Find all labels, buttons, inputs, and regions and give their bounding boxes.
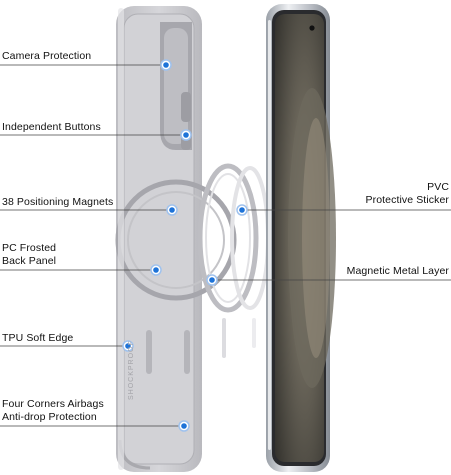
dot-metal-layer <box>206 274 218 286</box>
dot-buttons <box>180 129 192 141</box>
label-airbags-line1: Four Corners Airbags <box>2 398 104 410</box>
phone-case <box>115 6 237 472</box>
case-side-text: SHOCKPROOF <box>128 340 135 400</box>
label-pvc-sticker: PVC Protective Sticker <box>366 181 450 207</box>
dot-magnets <box>166 204 178 216</box>
phone <box>266 4 336 472</box>
magnetic-metal-ring <box>197 163 259 313</box>
label-airbags: Four Corners Airbags Anti-drop Protectio… <box>2 398 104 424</box>
label-tpu-soft-edge: TPU Soft Edge <box>2 332 74 344</box>
button-bump <box>181 92 191 122</box>
label-magnetic-metal-layer: Magnetic Metal Layer <box>346 265 449 277</box>
label-independent-buttons: Independent Buttons <box>2 121 101 133</box>
leader-lines <box>0 64 451 427</box>
dot-tpu-edge <box>122 340 134 352</box>
dot-airbags <box>178 420 190 432</box>
label-pvc-line1: PVC <box>427 181 449 193</box>
callout-dots <box>122 59 248 432</box>
dot-back-panel <box>150 264 162 276</box>
label-pc-frosted-line2: Back Panel <box>2 255 57 267</box>
label-pc-frosted: PC Frosted Back Panel <box>2 242 56 268</box>
label-camera-protection: Camera Protection <box>2 50 92 62</box>
label-pc-frosted-line1: PC Frosted <box>2 242 57 254</box>
dot-camera <box>160 59 172 71</box>
label-pvc-line2: Protective Sticker <box>365 194 449 206</box>
label-airbags-line2: Anti-drop Protection <box>2 411 97 423</box>
label-positioning-magnets: 38 Positioning Magnets <box>2 196 114 208</box>
dot-pvc-sticker <box>236 204 248 216</box>
